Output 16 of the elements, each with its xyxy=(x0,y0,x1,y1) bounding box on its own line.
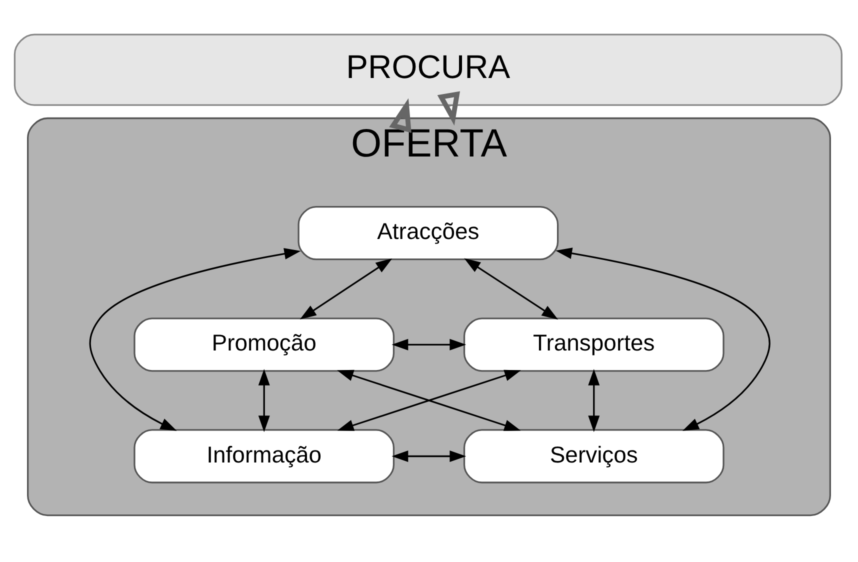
arrow xyxy=(392,450,466,462)
arrow xyxy=(588,368,600,432)
arrow xyxy=(556,247,770,430)
node-box: Atracções xyxy=(298,206,559,260)
arrow xyxy=(300,258,392,319)
arrow xyxy=(437,90,460,126)
arrow xyxy=(389,98,412,132)
node-box: Informação xyxy=(134,428,395,483)
arrow xyxy=(89,248,301,430)
arrow xyxy=(392,338,466,350)
node-box: Promoção xyxy=(134,317,395,372)
arrow xyxy=(258,368,270,432)
arrow xyxy=(464,258,558,320)
node-box: Serviços xyxy=(463,428,724,483)
node-box: Transportes xyxy=(463,317,724,372)
arrow xyxy=(337,369,521,430)
